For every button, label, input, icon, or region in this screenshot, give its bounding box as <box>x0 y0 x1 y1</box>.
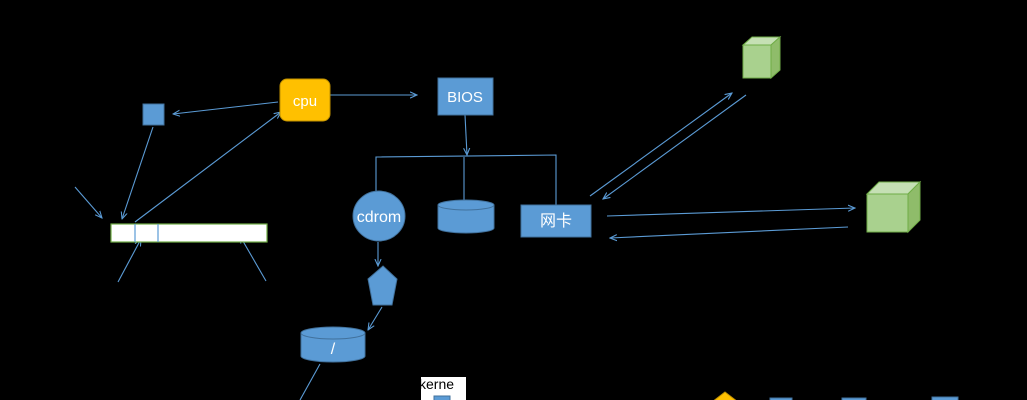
small-square-node <box>142 103 165 126</box>
kernel-node: kerne <box>419 376 466 400</box>
bottom-diamond-node <box>713 391 737 400</box>
arrow-bottom-left-to-memory <box>117 239 141 283</box>
device-bus-line <box>375 154 557 207</box>
bottom-square-node-2 <box>841 397 867 400</box>
memory-strip <box>110 223 268 243</box>
root-to-below-line <box>299 363 321 400</box>
cpu-label: cpu <box>293 93 317 110</box>
cdrom-node: cdrom <box>352 190 406 242</box>
cdrom-label: cdrom <box>357 209 401 226</box>
arrow-right-cube-to-nic <box>610 226 849 238</box>
arrow-nic-to-top-cube <box>589 93 732 197</box>
arrow-memory-to-cpu <box>134 112 281 223</box>
kernel-label: kerne <box>419 376 454 392</box>
arrow-square-to-memory <box>122 126 154 219</box>
nic-node: 网卡 <box>520 204 592 238</box>
arrow-left-to-memory <box>74 186 102 218</box>
nic-label: 网卡 <box>540 212 572 230</box>
bottom-square-node-1 <box>769 397 793 400</box>
root-disk-node: / <box>300 326 366 363</box>
root-label: / <box>331 341 336 358</box>
bottom-square-node-3 <box>931 396 959 400</box>
remote-server-cube-top <box>741 35 782 80</box>
arrow-top-cube-to-nic <box>603 94 747 199</box>
bios-node: BIOS <box>437 77 494 116</box>
arrow-nic-to-right-cube <box>606 208 855 217</box>
hard-disk-node <box>437 199 495 234</box>
cpu-node: cpu <box>279 78 331 122</box>
arrow-pentagon-to-root <box>368 306 383 330</box>
pentagon-node <box>367 265 398 306</box>
bios-label: BIOS <box>447 89 483 106</box>
arrow-bottom-right-to-memory <box>240 236 267 282</box>
arrow-bios-to-bus <box>465 114 467 155</box>
remote-server-cube-right <box>865 180 922 234</box>
arrow-cpu-to-small-square <box>173 101 279 114</box>
